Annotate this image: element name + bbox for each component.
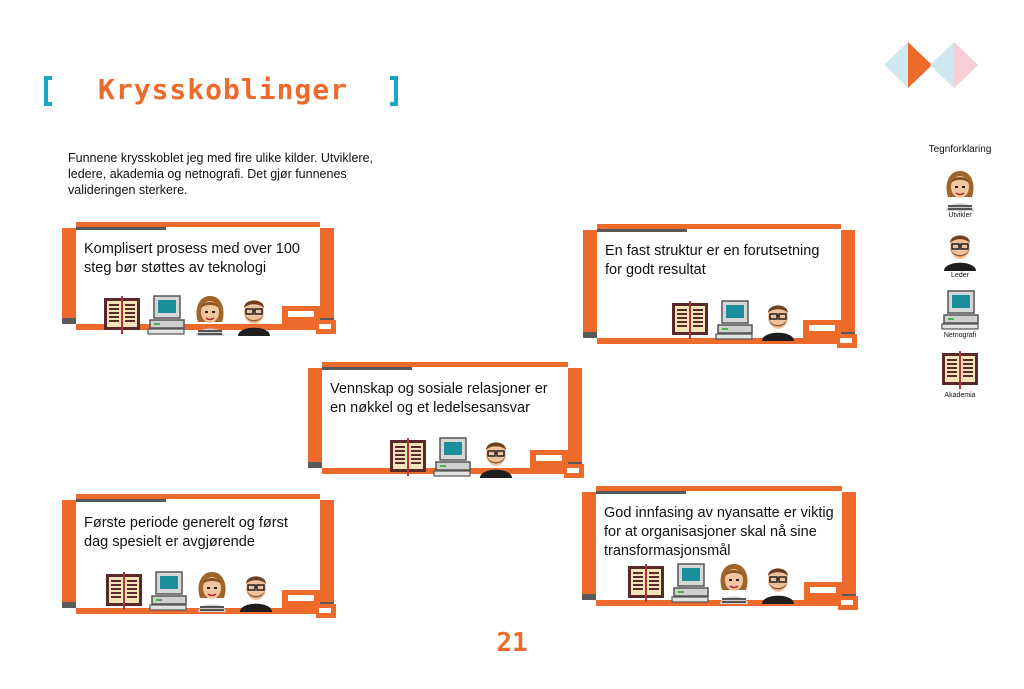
computer-icon [938,287,982,331]
leader-avatar-icon [234,292,274,336]
computer-icon [432,434,472,478]
book-icon [388,434,428,478]
legend-label: Netnografi [943,332,977,339]
legend-item: Utvikler [910,167,1010,219]
page-header: Krysskoblinger [40,70,410,110]
leader-avatar-icon [758,297,798,341]
leader-avatar-icon [938,227,982,271]
intro-paragraph: Funnene krysskoblet jeg med fire ulike k… [68,151,373,197]
diamond-logo-icon [884,42,978,88]
finding-text: God innfasing av nyansatte er viktig for… [604,505,834,559]
book-icon [626,560,666,604]
developer-avatar-icon [190,292,230,336]
finding-text: Vennskap og sosiale relasjoner er en nøk… [330,381,548,416]
finding-card: Første periode generelt og først dag spe… [62,494,336,618]
developer-avatar-icon [938,167,982,211]
finding-text: En fast struktur er en forutsetning for … [605,243,820,278]
developer-avatar-icon [714,560,754,604]
leader-avatar-icon [476,434,516,478]
computer-icon [146,292,186,336]
page-number: 21 [496,628,528,658]
legend-label: Leder [951,272,969,279]
finding-text: Første periode generelt og først dag spe… [84,515,288,550]
leader-avatar-icon [236,568,276,612]
source-icons [388,434,516,478]
source-icons [670,297,798,341]
computer-icon [148,568,188,612]
book-icon [670,297,710,341]
book-icon [102,292,142,336]
finding-card: God innfasing av nyansatte er viktig for… [582,486,858,610]
legend-item: Netnografi [910,287,1010,339]
computer-icon [714,297,754,341]
source-icons [102,292,274,336]
finding-card: En fast struktur er en forutsetning for … [583,224,857,348]
page-title: Krysskoblinger [98,73,349,106]
source-icons [626,560,798,604]
legend: Tegnforklaring Utvikler Leder Netnografi… [910,144,1010,407]
legend-title: Tegnforklaring [928,144,992,155]
finding-card: Komplisert prosess med over 100 steg bør… [62,222,336,334]
legend-label: Utvikler [948,212,972,219]
leader-avatar-icon [758,560,798,604]
legend-item: Akademia [910,347,1010,399]
finding-text: Komplisert prosess med over 100 steg bør… [84,241,300,276]
left-bracket-icon [44,76,52,106]
book-icon [104,568,144,612]
right-bracket-icon [390,76,398,106]
computer-icon [670,560,710,604]
source-icons [104,568,276,612]
legend-item: Leder [910,227,1010,279]
legend-label: Akademia [944,392,976,399]
developer-avatar-icon [192,568,232,612]
book-icon [938,347,982,391]
